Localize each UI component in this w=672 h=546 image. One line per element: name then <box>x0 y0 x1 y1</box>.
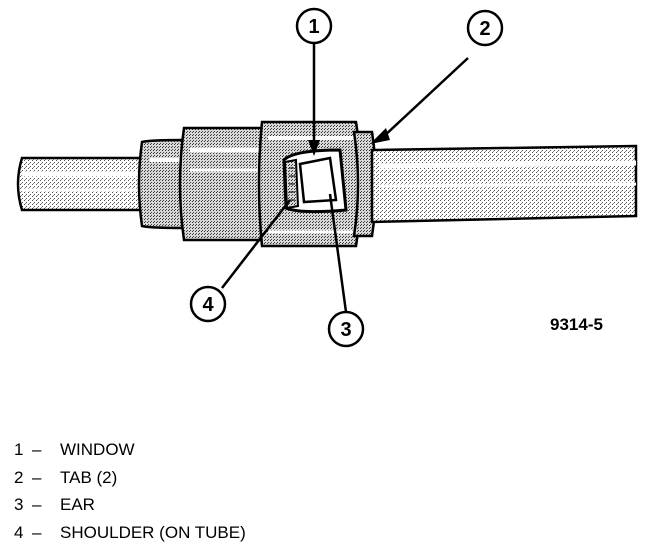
svg-text:3: 3 <box>340 319 351 341</box>
connector-collar <box>137 138 186 230</box>
legend-separator: – <box>32 495 42 514</box>
legend-separator: – <box>32 522 42 542</box>
legend-item: 1–WINDOW <box>14 436 246 464</box>
leader-line-3 <box>328 193 348 313</box>
svg-text:1: 1 <box>308 16 319 38</box>
callout-4: 4 <box>189 285 227 323</box>
legend-label: EAR <box>60 495 95 514</box>
window <box>282 148 348 214</box>
leader-line-4 <box>221 199 291 289</box>
legend-number: 1 <box>14 440 24 459</box>
legend-item: 4–SHOULDER (ON TUBE) <box>14 519 246 546</box>
legend-item: 2–TAB (2) <box>14 464 246 492</box>
callout-2: 2 <box>466 9 504 47</box>
figure-id: 9314-5 <box>550 315 603 334</box>
legend-number: 2 <box>14 467 24 487</box>
callout-1: 1 <box>295 7 333 45</box>
svg-text:4: 4 <box>202 294 214 316</box>
legend-label: WINDOW <box>60 440 135 459</box>
ear <box>298 156 338 204</box>
legend-separator: – <box>32 467 42 487</box>
right-tube <box>370 144 638 224</box>
legend: 1–WINDOW 2–TAB (2) 3–EAR 4–SHOULDER (ON … <box>14 436 246 546</box>
legend-label: TAB (2) <box>60 467 118 487</box>
legend-number: 3 <box>14 495 24 514</box>
arrowhead-1 <box>308 140 320 156</box>
callout-3: 3 <box>327 310 365 348</box>
svg-text:2: 2 <box>479 18 490 40</box>
arrowhead-2 <box>370 128 390 144</box>
legend-item: 3–EAR <box>14 491 246 519</box>
leader-lines <box>221 44 469 313</box>
legend-number: 4 <box>14 522 24 542</box>
leader-line-2 <box>381 57 469 139</box>
legend-label: SHOULDER (ON TUBE) <box>60 522 246 542</box>
left-tube <box>16 156 152 212</box>
legend-separator: – <box>32 440 42 459</box>
connector-body <box>178 126 270 242</box>
